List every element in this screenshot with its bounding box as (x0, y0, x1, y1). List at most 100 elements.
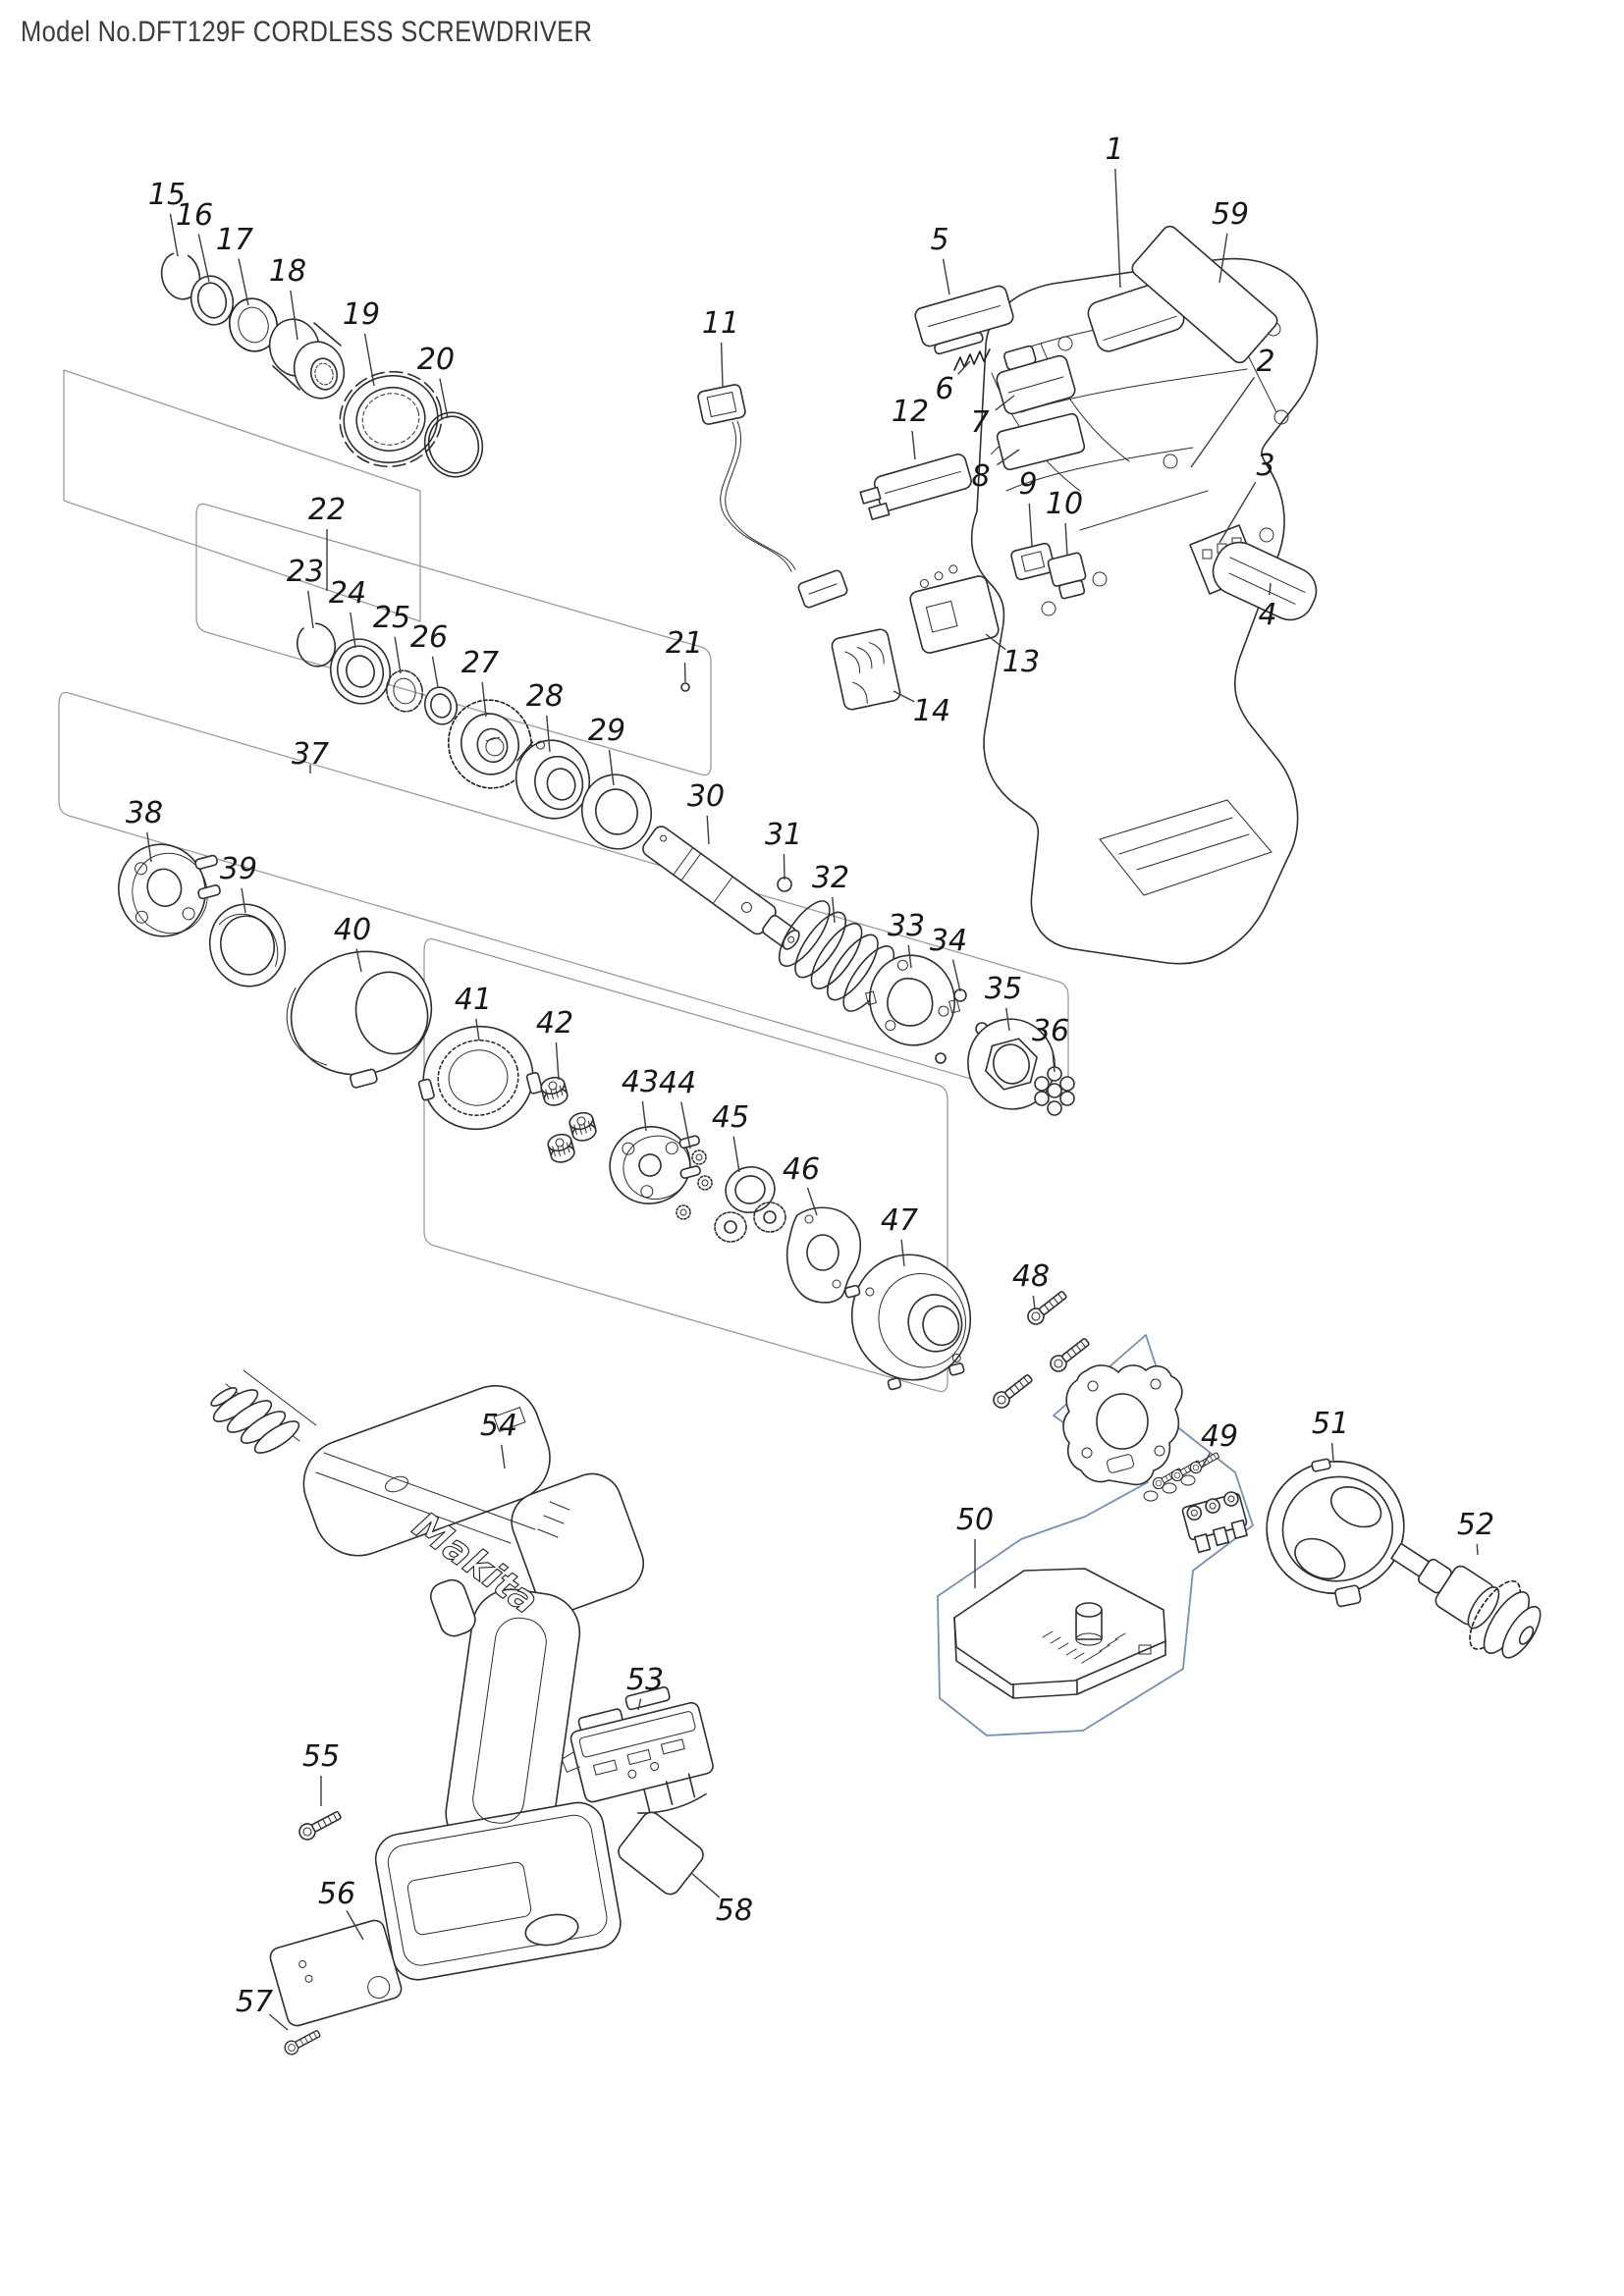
callout-leader-59 (1218, 233, 1228, 284)
callout-leader-2 (1190, 376, 1256, 468)
callout-leader-5 (942, 258, 950, 295)
callout-leader-47 (900, 1239, 905, 1267)
callout-number-29: 29 (588, 714, 625, 748)
part-17-threaded-ring (228, 297, 279, 352)
part-6-spring (953, 348, 991, 371)
callout-leader-21 (683, 662, 686, 683)
page-title: Model No.DFT129F CORDLESS SCREWDRIVER (21, 16, 593, 48)
callout-leader-35 (1005, 1007, 1010, 1032)
callout-leader-28 (546, 715, 551, 753)
panel-22-bearing-set (195, 503, 712, 776)
callout-leader-42 (555, 1041, 560, 1081)
callout-leader-7 (995, 395, 1015, 411)
callout-number-18: 18 (269, 254, 306, 289)
callout-leader-33 (907, 944, 912, 969)
part-11-led-wire-assembly (697, 384, 848, 609)
motor-bracket-plate (1062, 1364, 1183, 1486)
callout-number-42: 42 (536, 1006, 573, 1041)
callout-number-37: 37 (292, 737, 329, 772)
callout-leader-16 (197, 234, 210, 283)
part-21-pin (680, 682, 690, 692)
panel-nose-parts (63, 369, 421, 622)
callout-leader-12 (911, 430, 916, 460)
callout-number-56: 56 (318, 1877, 355, 1911)
callout-number-21: 21 (666, 626, 703, 661)
callout-number-11: 11 (702, 306, 739, 341)
callout-leader-1 (1114, 168, 1121, 289)
callout-number-52: 52 (1457, 1508, 1494, 1542)
callout-number-36: 36 (1032, 1014, 1069, 1048)
callout-number-53: 53 (626, 1663, 664, 1697)
callout-leader-46 (806, 1187, 818, 1216)
callout-leader-29 (608, 749, 615, 786)
callout-number-59: 59 (1212, 197, 1249, 232)
part-14-grille-plate (831, 628, 901, 711)
callout-number-10: 10 (1046, 487, 1083, 521)
part-13-switch-unit (909, 564, 1000, 654)
callout-number-45: 45 (712, 1100, 749, 1135)
callout-leader-6 (957, 360, 971, 375)
callout-leader-41 (475, 1018, 480, 1041)
callout-leader-8 (997, 449, 1020, 466)
callout-number-48: 48 (1012, 1259, 1050, 1294)
callout-number-25: 25 (373, 601, 410, 635)
callout-number-2: 2 (1256, 345, 1274, 379)
callout-leader-53 (637, 1698, 642, 1711)
callout-number-20: 20 (417, 343, 455, 377)
callout-leader-58 (690, 1872, 721, 1898)
callout-number-26: 26 (410, 620, 448, 655)
callout-number-49: 49 (1201, 1419, 1238, 1454)
part-7-lock-button (996, 345, 1076, 415)
part-29-flat-washer (580, 774, 653, 850)
callout-number-33: 33 (888, 909, 925, 943)
part-58-label (618, 1811, 704, 1896)
part-23-snap-ring (296, 622, 337, 667)
part-45-bearing-gear-set (714, 1166, 786, 1243)
part-26-washer (423, 686, 459, 725)
callout-leader-36 (1052, 1049, 1056, 1073)
callout-leader-11 (720, 342, 724, 388)
callout-leader-43 (641, 1100, 647, 1132)
callout-number-3: 3 (1256, 449, 1274, 483)
part-34-steel-balls (935, 988, 989, 1064)
callout-leader-14 (893, 690, 915, 703)
callout-number-47: 47 (881, 1203, 918, 1238)
callout-number-15: 15 (148, 178, 186, 212)
part-4-bumper (1212, 541, 1318, 621)
part-36-ball-set (1034, 1066, 1075, 1116)
part-24-ball-bearing (329, 638, 392, 705)
callout-leader-39 (241, 887, 246, 914)
callout-leader-3 (1218, 481, 1257, 544)
part-25-wave-ring (385, 669, 424, 713)
part-56-name-plate (269, 1919, 403, 2027)
callout-number-8: 8 (971, 459, 990, 494)
callout-number-55: 55 (302, 1739, 340, 1774)
part-42-planet-gears (538, 1074, 599, 1166)
callout-number-39: 39 (220, 852, 257, 886)
callout-number-7: 7 (970, 405, 989, 440)
callout-leader-45 (732, 1136, 740, 1173)
callout-leader-25 (394, 636, 402, 674)
panel-gear-case (423, 937, 948, 1393)
part-40-clutch-cup (286, 950, 433, 1089)
callout-number-14: 14 (913, 694, 950, 728)
part-39-ring (208, 903, 287, 988)
callout-leader-24 (350, 612, 356, 649)
callout-number-4: 4 (1258, 598, 1276, 632)
callout-number-24: 24 (329, 576, 366, 611)
callout-leader-23 (307, 590, 314, 629)
part-31-steel-ball (777, 877, 792, 892)
part-19-collar-nut (339, 370, 443, 468)
callout-number-34: 34 (930, 924, 967, 958)
callout-leader-10 (1064, 522, 1068, 557)
callout-leader-57 (268, 2013, 289, 2031)
part-44-knurled-pins (676, 1149, 713, 1220)
callout-number-22: 22 (308, 493, 346, 527)
callout-number-35: 35 (985, 972, 1022, 1006)
part-28-clutch-housing (514, 739, 591, 820)
callout-number-31: 31 (765, 818, 802, 852)
callout-number-58: 58 (716, 1894, 753, 1928)
callout-number-57: 57 (236, 1985, 273, 2019)
